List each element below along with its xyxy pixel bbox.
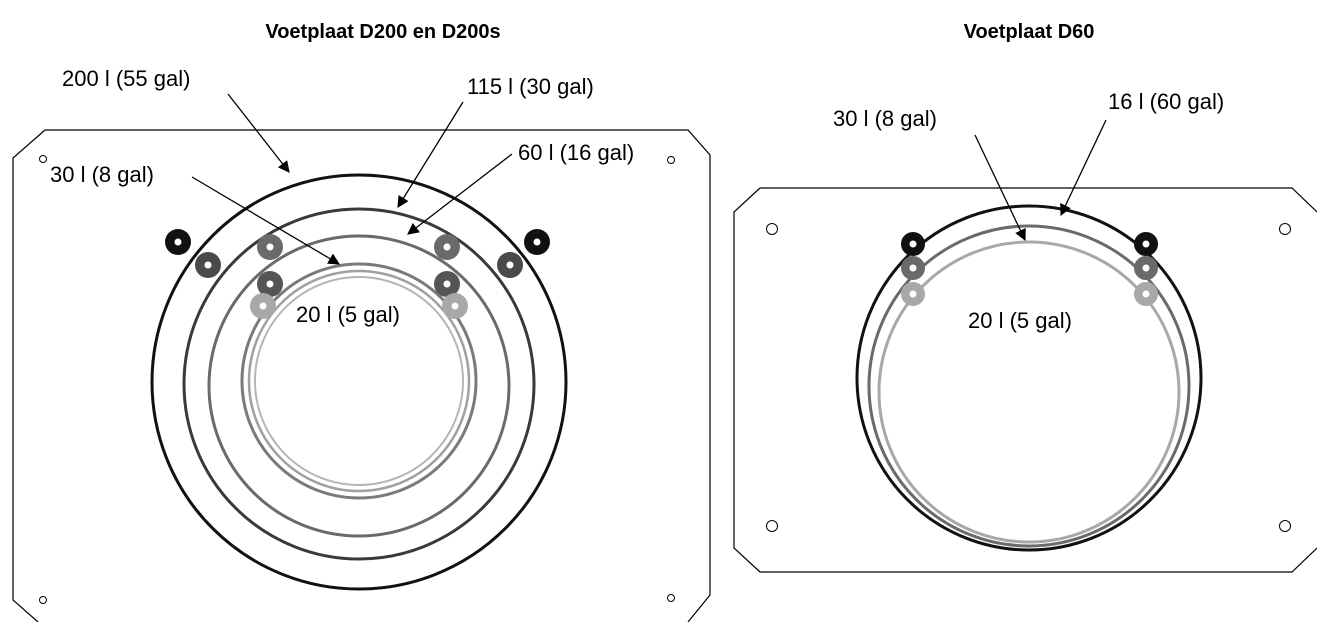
label-30l: 30 l (8 gal)	[50, 162, 154, 187]
mounting-hole	[39, 596, 47, 604]
ring-115l	[182, 207, 536, 561]
mounting-hole	[766, 223, 778, 235]
post-light	[250, 293, 276, 319]
post-mid	[257, 234, 283, 260]
post-dark	[497, 252, 523, 278]
label-200l: 200 l (55 gal)	[62, 66, 190, 91]
title-d60: Voetplaat D60	[964, 21, 1095, 43]
leader-115l	[397, 101, 464, 208]
mounting-hole	[667, 156, 675, 164]
footplate-d60: Voetplaat D60 30 l (8 gal) 16	[733, 21, 1317, 573]
mounting-hole	[667, 594, 675, 602]
ring-16l	[855, 204, 1203, 552]
post-dark	[434, 271, 460, 297]
mounting-hole	[1279, 223, 1291, 235]
ring-30l	[240, 262, 478, 500]
mounting-hole	[39, 155, 47, 163]
label-20l: 20 l (5 gal)	[296, 302, 400, 327]
plate-outline-d200	[12, 129, 711, 622]
post-dark	[257, 271, 283, 297]
post-black	[524, 229, 550, 255]
mounting-hole	[1279, 520, 1291, 532]
post-light	[901, 282, 925, 306]
ring-60l	[207, 234, 511, 538]
post-light	[442, 293, 468, 319]
label-60l: 60 l (16 gal)	[518, 140, 634, 165]
plate-outline-d60	[733, 187, 1317, 573]
footplate-d200: Voetplaat D200 en D200s	[12, 21, 711, 622]
label-20l: 20 l (5 gal)	[968, 308, 1072, 333]
leader-30l	[191, 176, 341, 265]
post-black	[165, 229, 191, 255]
title-d200: Voetplaat D200 en D200s	[265, 21, 500, 43]
ring-20l-inner	[254, 276, 464, 486]
ring-20l-outer	[247, 269, 471, 493]
label-30l: 30 l (8 gal)	[833, 106, 937, 131]
ring-200l	[150, 173, 568, 591]
label-16l: 16 l (60 gal)	[1108, 89, 1224, 114]
ring-30l	[867, 224, 1191, 548]
post-dark	[195, 252, 221, 278]
post-black	[901, 232, 925, 256]
leader-60l	[407, 153, 513, 235]
leader-16l	[1060, 119, 1107, 217]
mounting-hole	[766, 520, 778, 532]
post-light	[1134, 282, 1158, 306]
leader-30l	[974, 134, 1026, 242]
post-mid	[1134, 256, 1158, 280]
post-black	[1134, 232, 1158, 256]
post-mid	[434, 234, 460, 260]
leader-200l	[227, 93, 290, 173]
post-mid	[901, 256, 925, 280]
ring-20l	[877, 240, 1181, 544]
label-115l: 115 l (30 gal)	[467, 74, 594, 99]
